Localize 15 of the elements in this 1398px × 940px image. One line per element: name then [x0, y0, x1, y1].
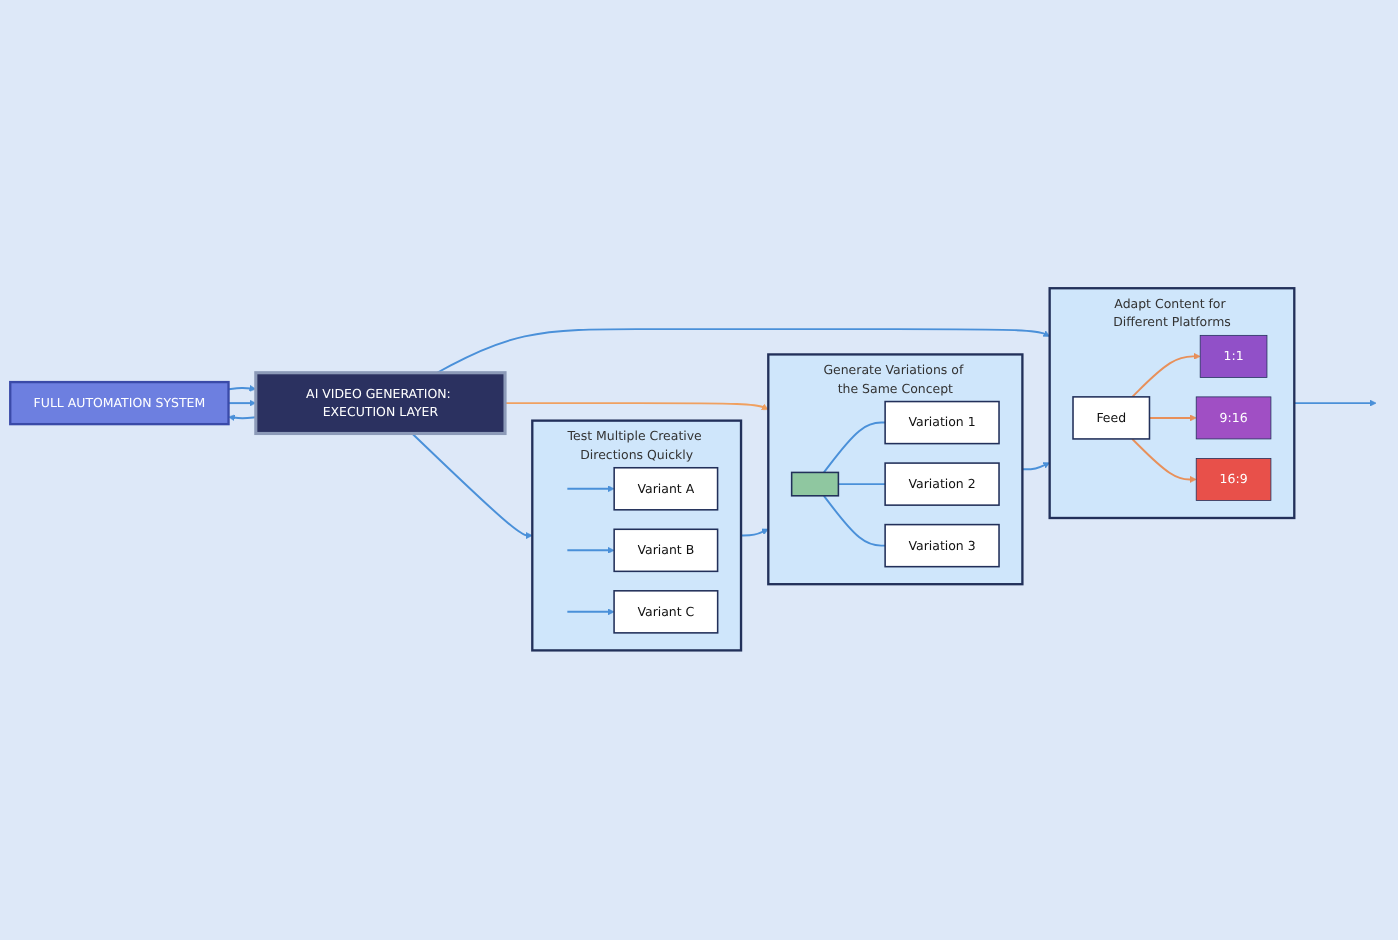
- arrow: [1131, 438, 1197, 484]
- arrow: [504, 402, 769, 411]
- arrow: [411, 433, 533, 540]
- arrow: [566, 547, 615, 555]
- arrow: [566, 486, 615, 493]
- arrow: [1021, 463, 1050, 471]
- arrow: [1148, 415, 1197, 422]
- arrow: [436, 328, 1050, 375]
- arrow: [228, 415, 257, 422]
- arrow: [740, 529, 769, 538]
- video-thumbnail: [790, 472, 840, 498]
- arrow: [227, 385, 257, 393]
- arrow: [1131, 353, 1201, 399]
- arrow: [1293, 400, 1377, 408]
- arrow: [566, 609, 615, 616]
